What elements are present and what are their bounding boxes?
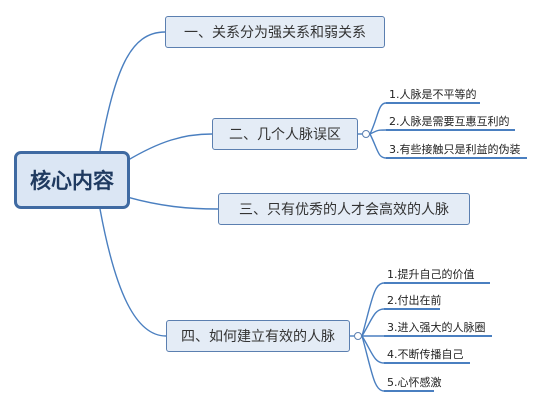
leaf-node[interactable]: 1.人脉是不平等的 <box>389 88 477 101</box>
branch-node-3[interactable]: 三、只有优秀的人才会高效的人脉 <box>218 193 470 225</box>
link-b4-leaf2 <box>361 308 385 337</box>
link-root-b4 <box>99 208 167 337</box>
link-root-b3 <box>119 194 219 210</box>
branch-label: 三、只有优秀的人才会高效的人脉 <box>239 202 449 218</box>
leaf-node[interactable]: 3.有些接触只是利益的伪装 <box>389 143 521 156</box>
link-b4-leaf1 <box>361 282 385 337</box>
link-root-b1 <box>99 31 166 152</box>
branch-node-2[interactable]: 二、几个人脉误区 <box>212 118 358 150</box>
link-b2-leaf1 <box>369 102 387 135</box>
leaf-node[interactable]: 4.不断传播自己 <box>387 348 464 361</box>
branch-label: 四、如何建立有效的人脉 <box>181 329 335 345</box>
collapse-toggle-icon[interactable] <box>354 332 362 340</box>
branch-node-1[interactable]: 一、关系分为强关系和弱关系 <box>165 16 385 48</box>
leaf-node[interactable]: 2.人脉是需要互惠互利的 <box>389 115 510 128</box>
link-b4-leaf5 <box>361 335 385 392</box>
root-label: 核心内容 <box>30 169 114 193</box>
root-node[interactable]: 核心内容 <box>14 151 130 209</box>
link-b2-leaf2 <box>369 129 387 135</box>
link-root-b2 <box>119 133 213 166</box>
leaf-node[interactable]: 3.进入强大的人脉圈 <box>387 321 486 334</box>
collapse-toggle-icon[interactable] <box>362 130 370 138</box>
leaf-node[interactable]: 2.付出在前 <box>387 294 442 307</box>
branch-label: 一、关系分为强关系和弱关系 <box>184 25 366 41</box>
leaf-node[interactable]: 1.提升自己的价值 <box>387 268 475 281</box>
branch-label: 二、几个人脉误区 <box>229 127 341 143</box>
link-b2-leaf3 <box>369 133 387 159</box>
leaf-node[interactable]: 5.心怀感激 <box>387 376 442 389</box>
link-b4-leaf4 <box>361 335 385 364</box>
branch-node-4[interactable]: 四、如何建立有效的人脉 <box>166 320 350 352</box>
